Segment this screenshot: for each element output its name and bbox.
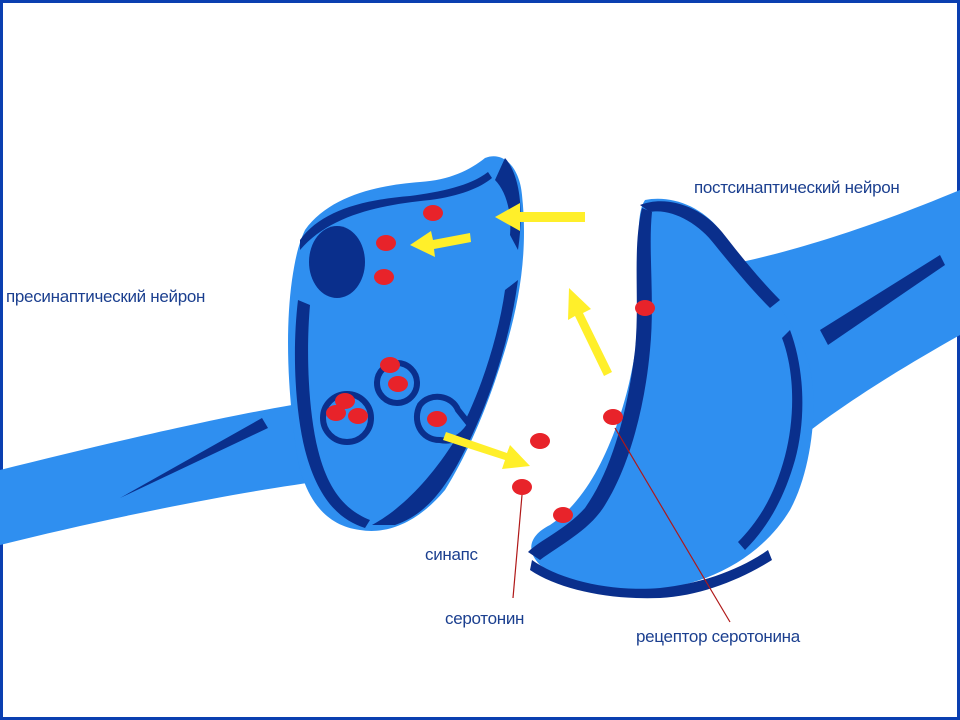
reuptake-and-release-arrows (410, 203, 612, 469)
arrow-release (443, 432, 530, 469)
serotonin-on-receptor (603, 409, 623, 425)
axon-fiber (120, 418, 268, 498)
arrow-reuptake-inner (410, 231, 471, 257)
postsynaptic-outline-right (738, 330, 803, 550)
presynaptic-inner-outline (300, 172, 492, 250)
dendrite-fiber (820, 255, 945, 345)
serotonin-on-receptor (635, 300, 655, 316)
serotonin-molecule (388, 376, 408, 392)
presynaptic-membrane-edge (372, 280, 518, 525)
postsynaptic-outline-left (528, 208, 652, 560)
label-pointers (512, 427, 731, 623)
serotonin-pointer (512, 494, 523, 599)
serotonin-molecule (326, 405, 346, 421)
synapse-label: синапс (425, 545, 478, 564)
serotonin-molecule (423, 205, 443, 221)
serotonin-receptor-label: рецептор серотонина (636, 627, 800, 646)
serotonin-molecule (553, 507, 573, 523)
serotonin-molecules (326, 205, 655, 523)
serotonin-molecule (530, 433, 550, 449)
presynaptic-axon (0, 400, 330, 545)
presynaptic-neuron (0, 156, 525, 545)
presynaptic-inner-left (294, 300, 370, 528)
serotonin-molecule (427, 411, 447, 427)
serotonin-molecule (374, 269, 394, 285)
serotonin-molecule (380, 357, 400, 373)
postsynaptic-outline-top (640, 201, 780, 308)
mitochondrion (309, 226, 365, 298)
arrow-reuptake-top (495, 203, 585, 231)
serotonin-label: серотонин (445, 609, 525, 628)
serotonin-molecule (335, 393, 355, 409)
postsynaptic-outline-bottom (530, 550, 772, 599)
arrow-up (568, 288, 612, 376)
serotonin-molecule (348, 408, 368, 424)
presynaptic-neuron-label: пресинаптический нейрон (6, 287, 206, 306)
serotonin-molecule (512, 479, 532, 495)
postsynaptic-neuron-label: постсинаптический нейрон (694, 178, 900, 197)
serotonin-molecule (376, 235, 396, 251)
postsynaptic-neuron (528, 190, 960, 599)
receptor-pointer (614, 427, 731, 623)
